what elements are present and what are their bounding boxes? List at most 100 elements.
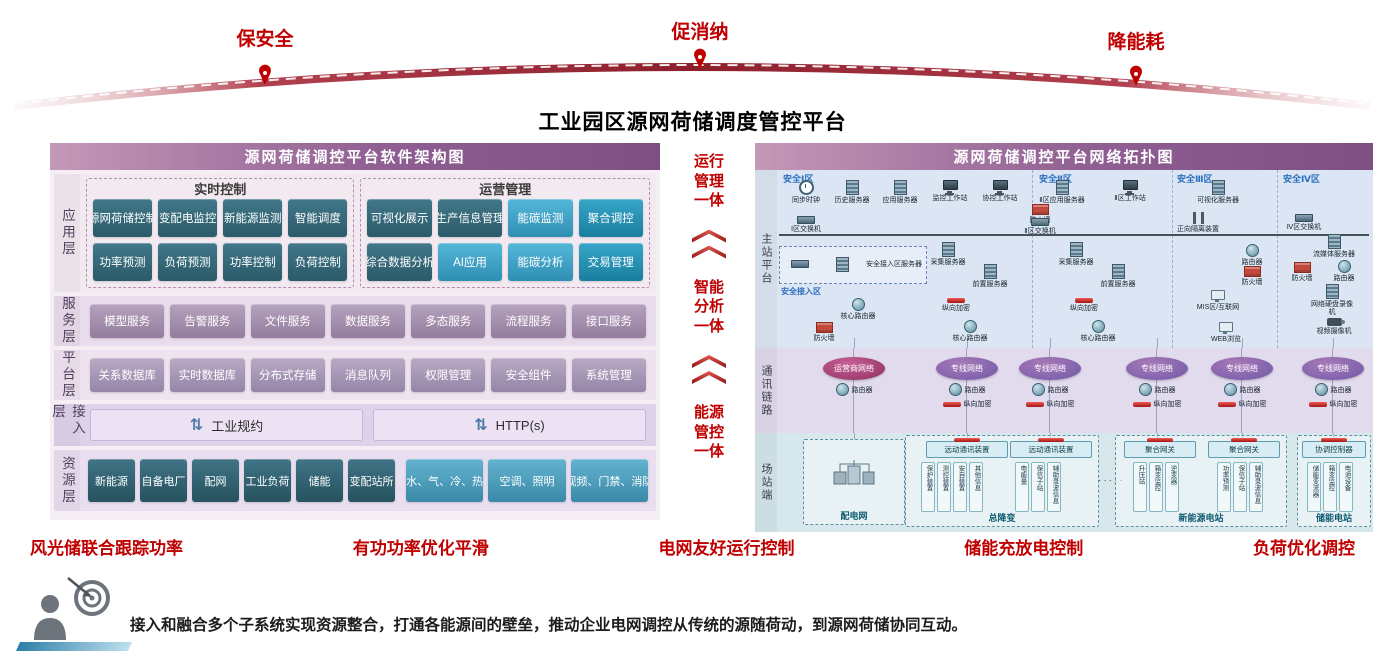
arc-label-energy: 降能耗 bbox=[1107, 32, 1165, 53]
device-columns: 储能变流器箱变监控电池设备 bbox=[1306, 462, 1354, 512]
group-title: 实时控制 bbox=[194, 182, 247, 197]
topology-panel-title: 源网荷储调控平台网络拓扑图 bbox=[755, 143, 1373, 170]
router-icon bbox=[1223, 383, 1237, 396]
resource-layer-label: 资源层 bbox=[54, 450, 80, 511]
encrypt-node: 纵向加密 bbox=[1301, 399, 1365, 409]
carrier-network-cloud: 运营商网络 bbox=[823, 357, 885, 380]
camera-node: 视频摄像机 bbox=[1311, 318, 1357, 336]
node-label: 防火墙 bbox=[813, 335, 835, 342]
platform-layer-row: 平台层 关系数据库实时数据库分布式存储消息队列权限管理安全组件系统管理 bbox=[54, 350, 656, 400]
downlink-line bbox=[1242, 433, 1243, 440]
service-chip: 多态服务 bbox=[411, 304, 486, 338]
server-node: 前置服务器 bbox=[1095, 264, 1141, 289]
server-node: Ⅱ区应用服务器 bbox=[1039, 180, 1085, 205]
node-label: 前置服务器 bbox=[1100, 281, 1136, 288]
main-station-section: 主站平台 安全Ⅰ区 安全Ⅱ区 安全Ⅲ区 安全Ⅳ区 安全接入区 bbox=[755, 170, 1373, 348]
node-label: Ⅱ区工作站 bbox=[1114, 195, 1146, 202]
router-icon bbox=[1337, 260, 1351, 273]
device-column: 电能量 bbox=[1015, 462, 1029, 512]
encrypt-label: 纵向加密 bbox=[1238, 401, 1267, 408]
resource-chip: 自备电厂 bbox=[140, 459, 187, 502]
node-label: Ⅱ区应用服务器 bbox=[1039, 197, 1085, 204]
access-layer-row: 接入层 ⇅ 工业规约 ⇅ HTTP(s) bbox=[50, 404, 656, 446]
arc-label-safety: 保安全 bbox=[236, 29, 294, 50]
app-layer-label: 应用层 bbox=[54, 174, 80, 292]
link-line bbox=[1241, 348, 1242, 433]
device-column: 测控装置 bbox=[937, 462, 951, 512]
encrypt-label: 纵向加密 bbox=[1046, 401, 1075, 408]
service-chip: 文件服务 bbox=[250, 304, 325, 338]
firewall-icon bbox=[1031, 204, 1049, 215]
app-module-chip: 源网荷储控制 bbox=[93, 199, 153, 237]
ribbon-item-energy-control: 能源管控一体 bbox=[693, 404, 724, 460]
platform-buttons: 关系数据库实时数据库分布式存储消息队列权限管理安全组件系统管理 bbox=[80, 350, 656, 400]
service-layer-row: 服务层 模型服务告警服务文件服务数据服务多态服务流程服务接口服务 bbox=[54, 296, 656, 346]
node-label: 同步时钟 bbox=[792, 197, 820, 204]
platform-chip: 安全组件 bbox=[491, 358, 566, 392]
zone-separator bbox=[1172, 170, 1173, 348]
node-label: 网络硬盘录像机 bbox=[1311, 301, 1353, 317]
renewable-station-box: 聚合网关 聚合网关 升压站箱变监控逆变器 功率预测保信子站辅助录波信息 新能源电… bbox=[1115, 435, 1287, 527]
network-topology-panel: 源网荷储调控平台网络拓扑图 主站平台 安全Ⅰ区 安全Ⅱ区 安全Ⅲ区 安全Ⅳ区 bbox=[755, 143, 1373, 532]
node-label: MIS区/互联网 bbox=[1196, 304, 1240, 311]
encrypt-label: 纵向加密 bbox=[1153, 401, 1182, 408]
firewall-node: 防火墙 bbox=[1279, 262, 1325, 283]
server-icon bbox=[941, 242, 955, 257]
server-icon bbox=[1055, 180, 1069, 195]
device-column: 逆变器 bbox=[1165, 462, 1179, 512]
encrypt-node: 纵向加密 bbox=[1061, 298, 1107, 313]
device-columns: 升压站箱变监控逆变器 bbox=[1132, 462, 1180, 512]
node-label: Ⅱ区交换机 bbox=[1024, 228, 1056, 235]
pc-icon bbox=[1211, 290, 1225, 302]
person-target-icon bbox=[34, 577, 110, 640]
device-column: 其他信息 bbox=[969, 462, 983, 512]
device-column: 箱变监控 bbox=[1323, 462, 1337, 512]
ellipsis-more-stations: ····· bbox=[1098, 475, 1125, 486]
resource-chip: 储能 bbox=[296, 459, 343, 502]
firewall-node: 防火墙 bbox=[801, 322, 847, 343]
updown-arrow-icon: ⇅ bbox=[189, 417, 204, 434]
monitor-node: Ⅱ区工作站 bbox=[1107, 180, 1153, 203]
private-network-cloud: 专线网络 bbox=[1126, 357, 1188, 380]
node-label: 防火墙 bbox=[1291, 275, 1313, 282]
device-column: 保信子站 bbox=[1233, 462, 1247, 512]
node-label: 可视化服务器 bbox=[1197, 197, 1239, 204]
field-station-canvas: 配电网 远动通讯装置 远动通讯装置 保护装置测控装置安自装置其他信息 电能量保信… bbox=[777, 433, 1373, 532]
service-layer-label: 服务层 bbox=[54, 296, 80, 346]
server-icon bbox=[1325, 284, 1339, 299]
secure-access-zone-box: 安全接入区服务器 bbox=[779, 246, 927, 284]
node-label: 应用服务器 bbox=[882, 197, 918, 204]
node-label: 前置服务器 bbox=[972, 281, 1008, 288]
device-column: 安自装置 bbox=[953, 462, 967, 512]
vertical-encryption-icon bbox=[942, 401, 961, 407]
software-architecture-panel: 源网荷储调控平台软件架构图 应用层 实时控制 源网荷储控制变配电监控新能源监测智… bbox=[50, 143, 660, 520]
arc-band bbox=[14, 63, 1371, 110]
group-title: 运营管理 bbox=[479, 182, 532, 197]
server-node: 应用服务器 bbox=[877, 180, 923, 205]
downlink-line bbox=[967, 338, 968, 348]
node-label: Ⅳ区交换机 bbox=[1286, 224, 1322, 231]
service-chip: 流程服务 bbox=[491, 304, 566, 338]
server-node: 前置服务器 bbox=[967, 264, 1013, 289]
feature-label: 电网友好运行控制 bbox=[658, 539, 795, 558]
device-column: 辅助录波信息 bbox=[1047, 462, 1061, 512]
page-title: 工业园区源网荷储调度管控平台 bbox=[538, 111, 847, 134]
firewall-node: 防火墙 bbox=[1229, 266, 1275, 287]
platform-chip: 系统管理 bbox=[571, 358, 646, 392]
link-line bbox=[1332, 348, 1333, 433]
access-layer-label: 接入层 bbox=[50, 404, 85, 446]
feature-label: 负荷优化调控 bbox=[1253, 539, 1355, 558]
app-module-chip: 能碳监测 bbox=[508, 199, 573, 237]
app-module-chip: 交易管理 bbox=[578, 243, 643, 281]
telecontrol-gateway: 远动通讯装置 bbox=[1010, 441, 1092, 458]
zone-3-label: 安全Ⅲ区 bbox=[1177, 174, 1213, 184]
service-chip: 模型服务 bbox=[90, 304, 165, 338]
protocol-label: 工业规约 bbox=[211, 418, 264, 434]
resource-layer-row: 资源层 新能源自备电厂配网工业负荷储能变配站所 水、气、冷、热空调、照明视频、门… bbox=[54, 450, 656, 511]
downlink-line bbox=[1157, 433, 1158, 440]
device-column: 保信子站 bbox=[1031, 462, 1045, 512]
encrypt-node: 纵向加密 bbox=[1125, 399, 1189, 409]
zone-1-label: 安全Ⅰ区 bbox=[783, 174, 814, 184]
isolator-node: 正向隔离装置 bbox=[1175, 212, 1221, 234]
